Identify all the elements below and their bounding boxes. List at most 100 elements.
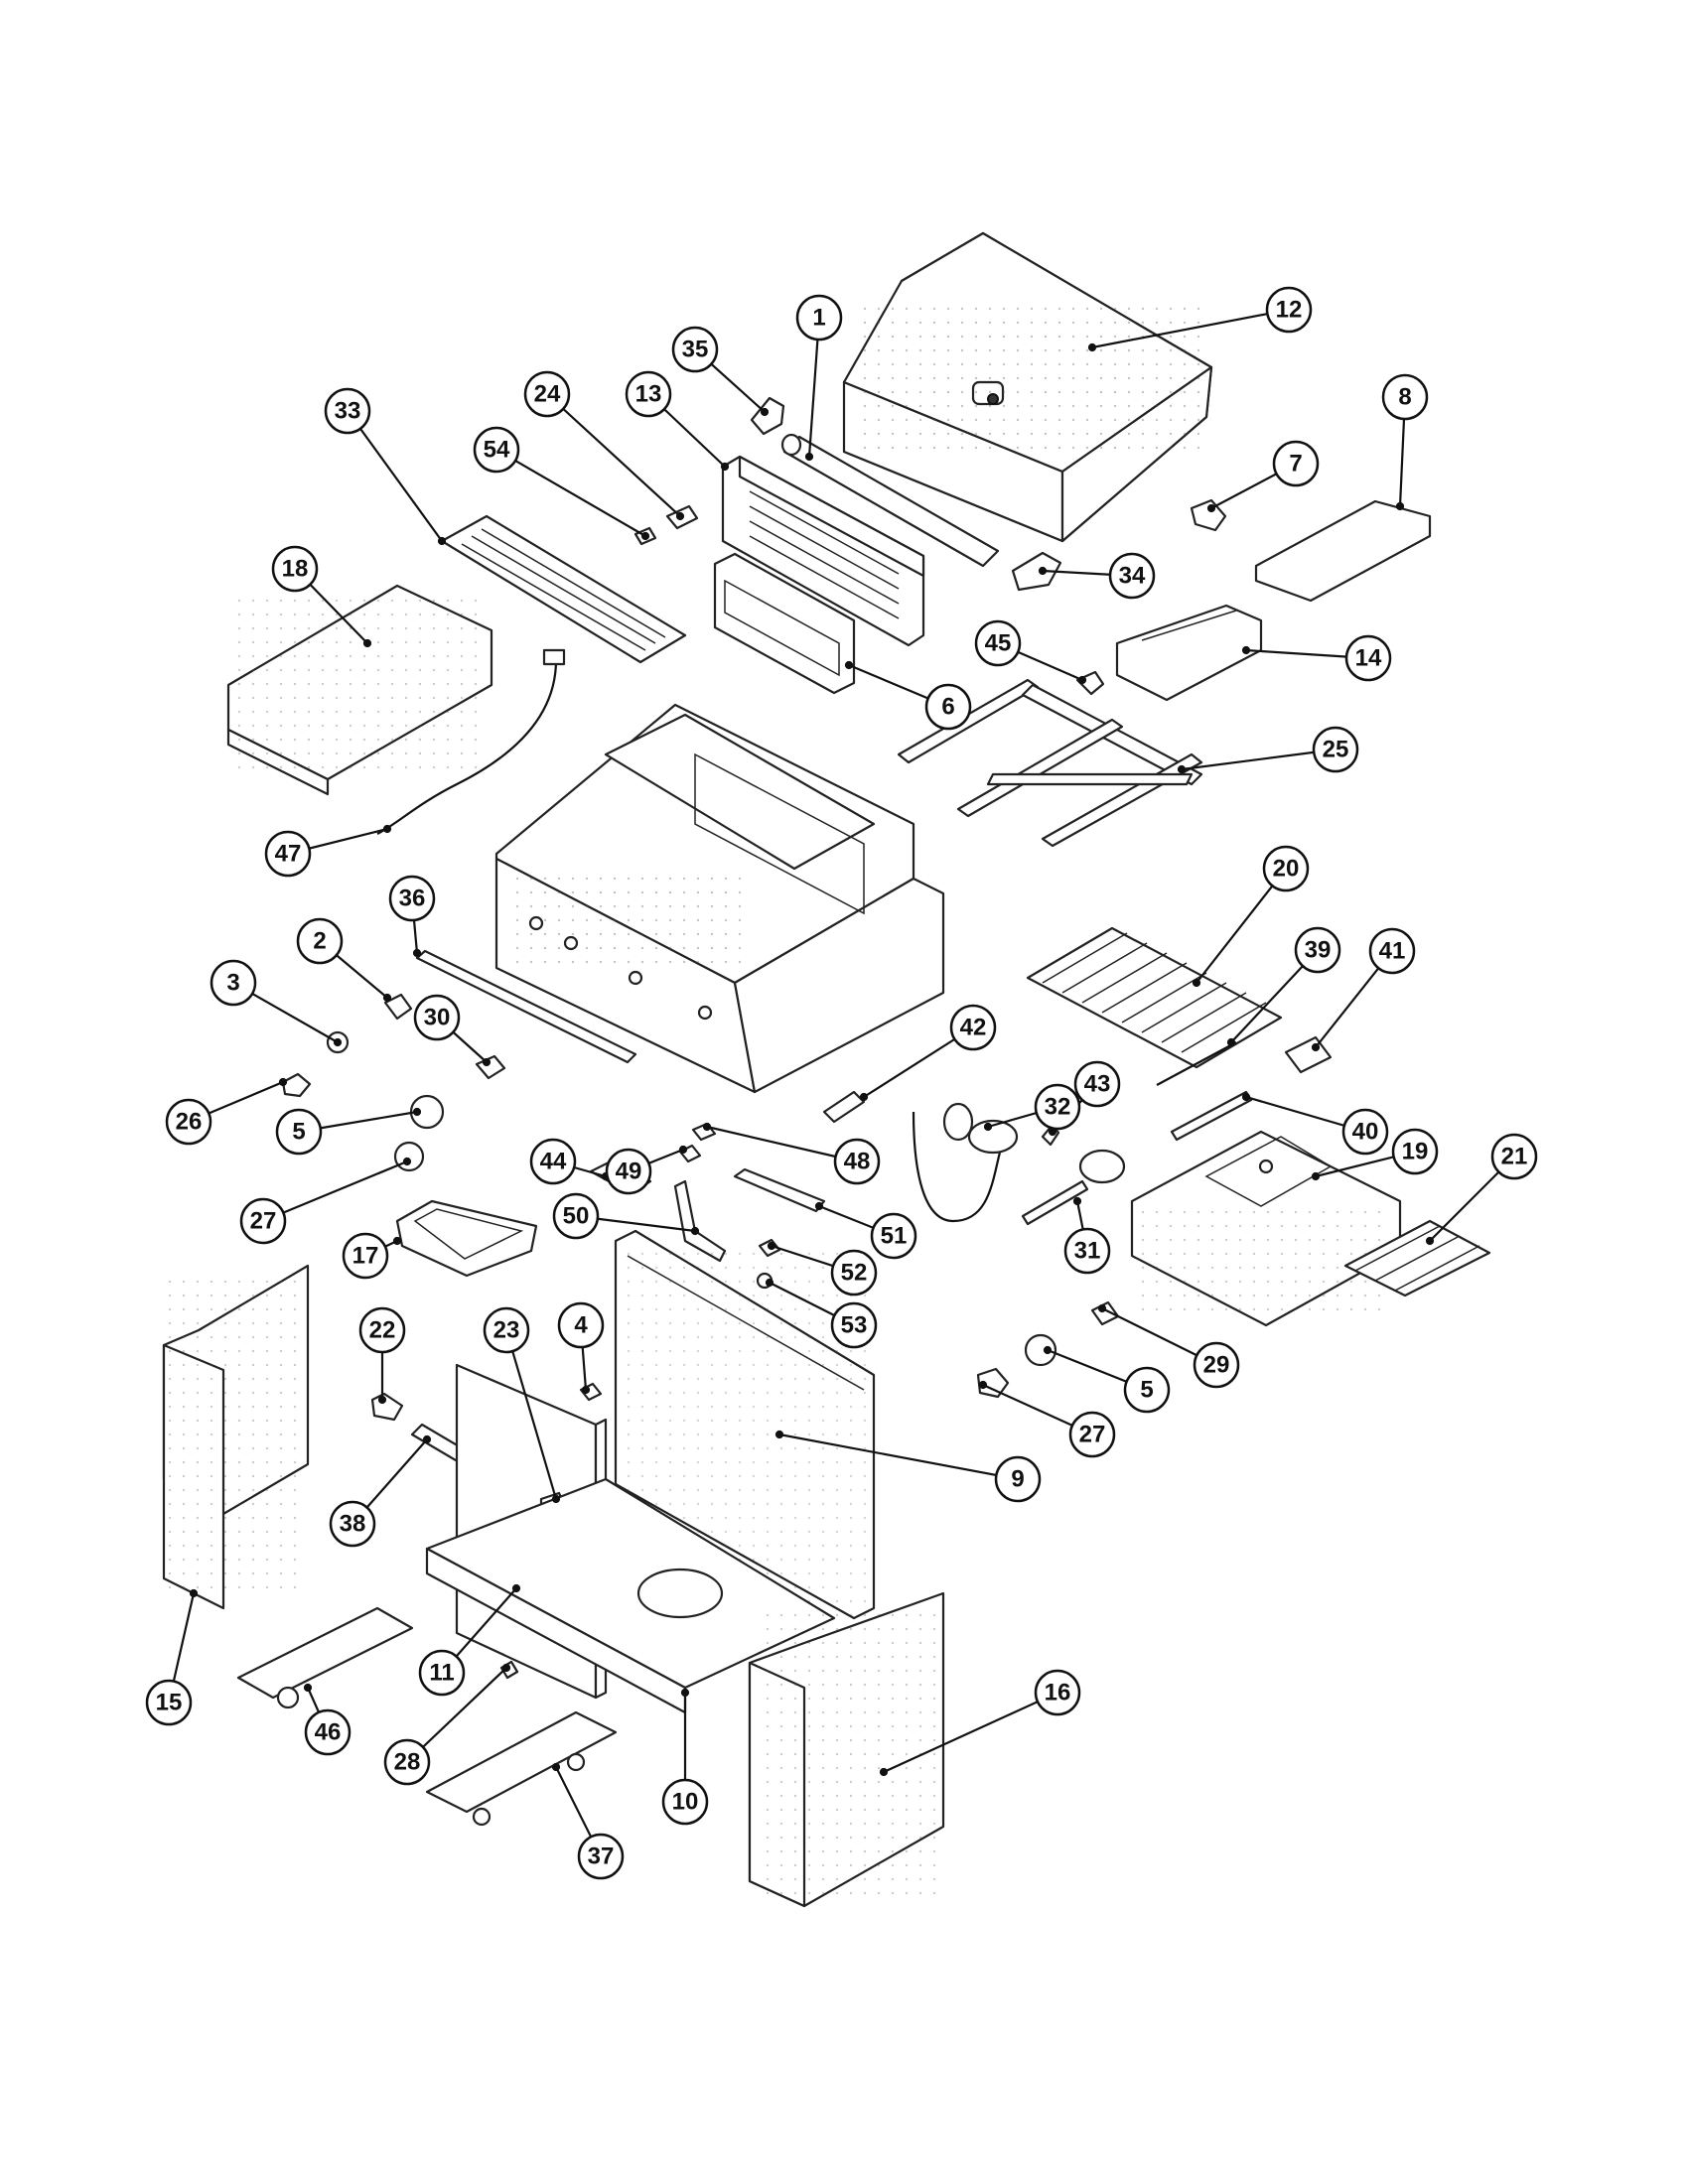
cart-base [425, 1477, 836, 1714]
callout-number: 27 [1079, 1422, 1106, 1448]
callout-51: 51 [870, 1212, 917, 1260]
leader-tip [1097, 1303, 1107, 1313]
callout-number: 49 [616, 1159, 642, 1185]
callout-24: 24 [523, 370, 571, 418]
callout-circle [523, 370, 571, 418]
leader-tip [278, 1077, 288, 1087]
callout-4: 4 [557, 1301, 605, 1349]
callout-number: 18 [282, 556, 309, 583]
leader-tip [774, 1430, 784, 1439]
callout-number: 17 [352, 1243, 379, 1270]
leader-line [1181, 748, 1336, 771]
callout-circle [1272, 440, 1320, 487]
callout-circle [1034, 1669, 1081, 1716]
window-frame [713, 552, 856, 695]
leader-tip [1226, 1037, 1236, 1047]
callout-54: 54 [473, 426, 520, 474]
handle-end-right [1011, 551, 1062, 592]
callout-22: 22 [358, 1306, 406, 1354]
callout-31: 31 [1063, 1227, 1111, 1275]
flavorizer-bar [440, 514, 687, 664]
callout-38: 38 [329, 1500, 376, 1548]
callout-circle [1108, 552, 1156, 600]
leader-line [778, 1433, 1019, 1481]
callout-26: 26 [165, 1098, 212, 1146]
callout-11: 11 [418, 1649, 466, 1697]
callout-circle [473, 426, 520, 474]
callout-number: 23 [493, 1317, 520, 1344]
leader-tip [978, 1380, 988, 1390]
caster-plate-left [236, 1606, 414, 1709]
callout-circle [1068, 1411, 1116, 1458]
callout-number: 8 [1398, 384, 1411, 411]
leader-line [504, 1329, 558, 1500]
callout-number: 37 [588, 1843, 615, 1870]
callout-circle [1262, 845, 1310, 892]
leader-tip [640, 531, 650, 541]
callout-number: 28 [394, 1749, 421, 1776]
leader-tip [720, 462, 730, 472]
callout-number: 46 [315, 1719, 342, 1746]
callout-number: 4 [574, 1312, 588, 1339]
leader-tip [1177, 764, 1187, 774]
callout-35: 35 [671, 326, 719, 373]
callout-circle [795, 294, 843, 341]
leader-tip [702, 1122, 712, 1132]
leader-tip [760, 407, 770, 417]
callout-number: 19 [1402, 1139, 1429, 1165]
leader-tip [1395, 501, 1405, 511]
leader-tip [1311, 1171, 1321, 1181]
callout-number: 22 [369, 1317, 396, 1344]
leader-tip [1087, 342, 1097, 352]
cart-side-right [748, 1591, 945, 1908]
callout-circle [210, 959, 257, 1007]
leader-line [495, 449, 646, 537]
leader-line [347, 410, 443, 542]
callout-number: 9 [1011, 1466, 1024, 1493]
burner-assembly [897, 678, 1203, 848]
callout-circle [529, 1138, 577, 1185]
callout-7: 7 [1272, 440, 1320, 487]
callout-42: 42 [949, 1004, 997, 1051]
callout-circle [383, 1738, 431, 1786]
heat-shield [1115, 604, 1263, 702]
leader-tip [1072, 1196, 1082, 1206]
callout-9: 9 [994, 1455, 1042, 1503]
leader-tip [482, 1057, 492, 1067]
callout-number: 31 [1074, 1238, 1101, 1265]
callout-number: 11 [429, 1660, 454, 1687]
callout-circle [870, 1212, 917, 1260]
callout-28: 28 [383, 1738, 431, 1786]
callout-37: 37 [577, 1833, 625, 1880]
callout-number: 24 [534, 381, 561, 408]
callout-12: 12 [1265, 286, 1313, 334]
leader-tip [362, 638, 372, 648]
leader-tip [1206, 503, 1216, 513]
callout-circle [577, 1833, 625, 1880]
callout-number: 36 [399, 886, 426, 912]
callout-44: 44 [529, 1138, 577, 1185]
leader-lines [167, 308, 1515, 1857]
callout-number: 54 [484, 437, 510, 464]
callout-circle [1391, 1128, 1439, 1175]
callout-circle [833, 1138, 881, 1185]
callout-circle [1490, 1133, 1538, 1180]
callout-number: 15 [156, 1690, 183, 1716]
manifold-pipe [673, 1179, 727, 1263]
rear-panel [721, 455, 925, 647]
callout-number: 14 [1355, 645, 1382, 672]
callout-27: 27 [1068, 1411, 1116, 1458]
callout-circle [358, 1306, 406, 1354]
leader-tip [879, 1767, 889, 1777]
leader-tip [422, 1434, 432, 1444]
callout-circle [342, 1232, 389, 1280]
callout-circle [271, 545, 319, 593]
crossover-tube [733, 1167, 826, 1213]
callout-number: 42 [960, 1015, 987, 1041]
callout-circle [924, 683, 972, 731]
leader-tip [382, 824, 392, 834]
leader-line [262, 1160, 408, 1223]
callout-circle [830, 1249, 878, 1297]
callout-21: 21 [1490, 1133, 1538, 1180]
callout-number: 1 [812, 305, 825, 332]
